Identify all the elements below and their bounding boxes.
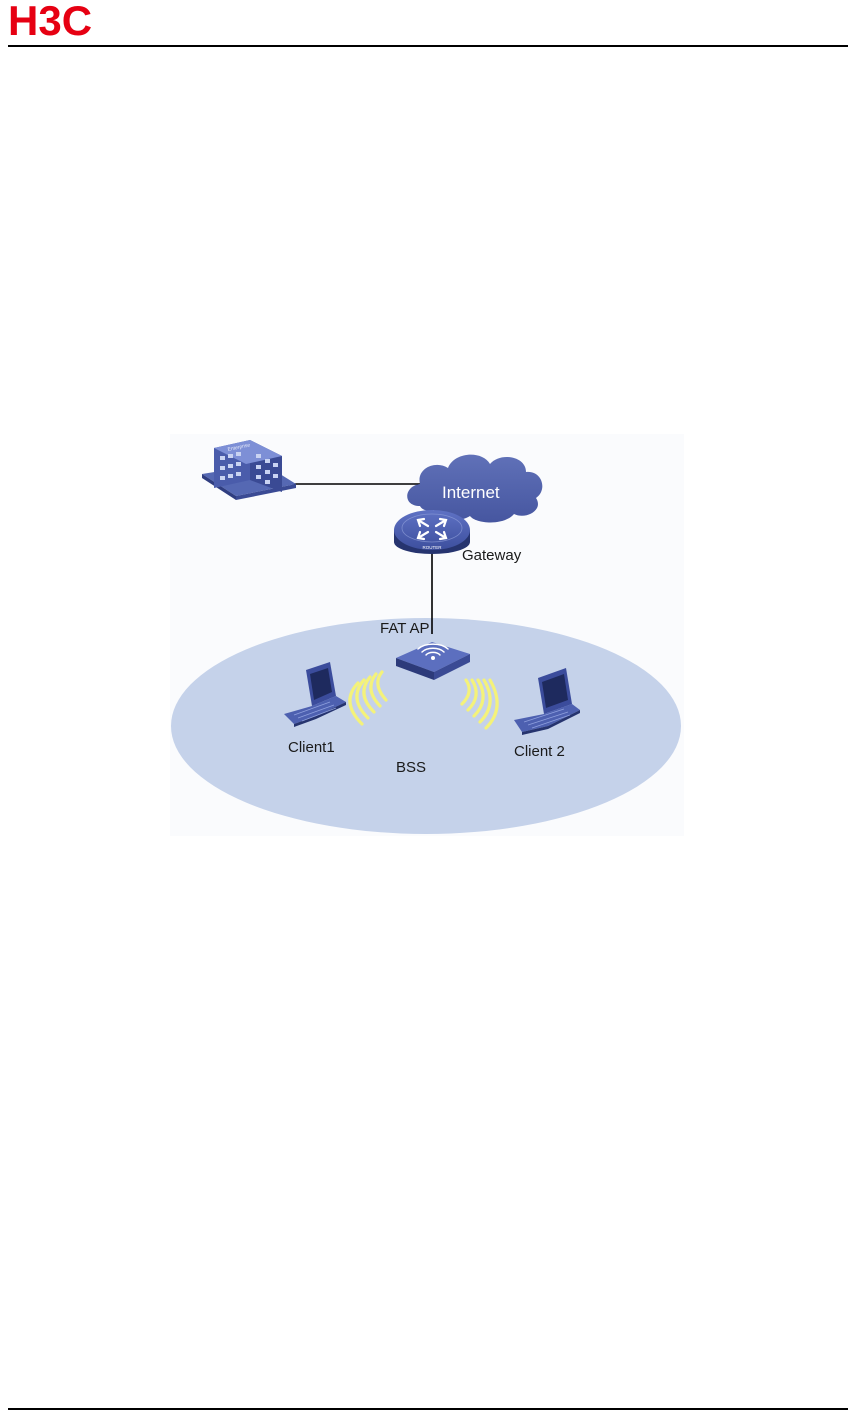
h3c-logo: H3C [6, 0, 162, 40]
header-divider [8, 45, 848, 47]
diagram-svg: Enterprise Internet ROUTER Gatewa [170, 434, 684, 836]
network-diagram: Enterprise Internet ROUTER Gatewa [170, 434, 684, 836]
gateway-label: Gateway [462, 547, 522, 564]
fat-ap-label: FAT AP [380, 620, 429, 637]
enterprise-building-icon: Enterprise [202, 440, 296, 500]
client2-label: Client 2 [514, 743, 565, 760]
logo-text: H3C [8, 0, 92, 40]
internet-label: Internet [442, 483, 500, 502]
router-device-text: ROUTER [423, 545, 443, 550]
footer-divider [8, 1408, 848, 1410]
client1-label: Client1 [288, 739, 335, 756]
router-icon: ROUTER [394, 510, 470, 554]
bss-label: BSS [396, 759, 426, 776]
